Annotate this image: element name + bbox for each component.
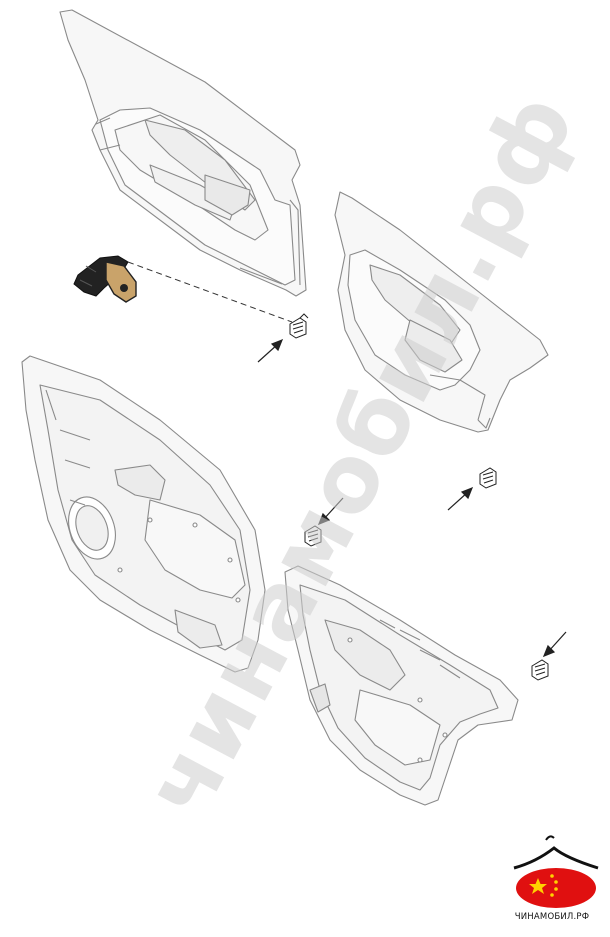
arrow-2 (447, 486, 474, 511)
arrow-3 (317, 497, 344, 526)
arrow-1 (257, 338, 284, 363)
arrows (257, 338, 567, 658)
front-inner-door-panel (21, 355, 266, 673)
rear-upper-door-panel (334, 191, 549, 433)
chinamobil-logo (513, 835, 599, 908)
door-clip-2 (479, 467, 497, 489)
rear-inner-door-panel (284, 565, 519, 806)
door-clip-1 (289, 313, 309, 339)
door-clip-4 (531, 659, 549, 681)
front-upper-door-panel (59, 9, 307, 297)
arrow-4 (542, 631, 567, 658)
door-clip-3 (304, 525, 322, 547)
clips (289, 313, 549, 681)
logo-caption: ЧИНАМОБИЛ.РФ (514, 912, 590, 922)
leader-line (127, 261, 293, 323)
bracket-part (73, 255, 137, 303)
